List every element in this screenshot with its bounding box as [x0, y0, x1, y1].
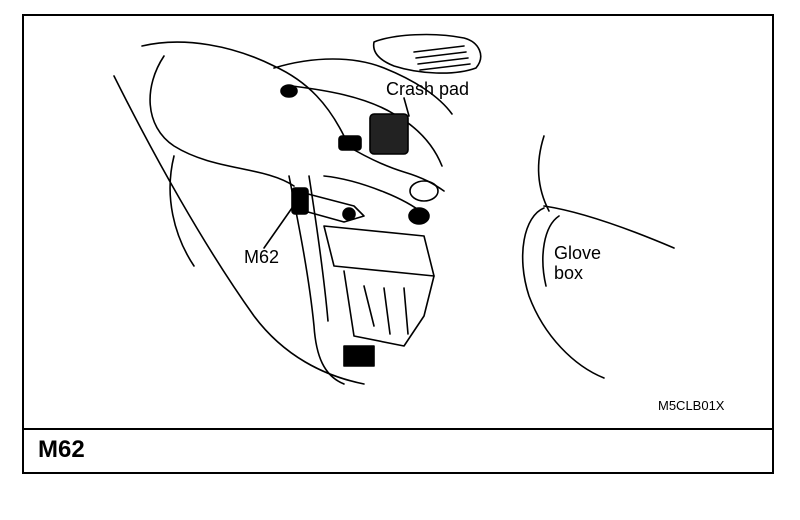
glove-box-inner [542, 215, 560, 287]
connector-block [369, 113, 409, 155]
dashboard-illustration [113, 33, 675, 385]
m62-leader [263, 207, 293, 249]
dashboard-pillar [169, 155, 195, 267]
figure-code: M5CLB01X [658, 398, 725, 413]
dashboard-upper-curve [141, 41, 345, 137]
crash-pad-leader [403, 97, 410, 117]
connector-id: M62 [38, 436, 85, 463]
harness-clip [338, 135, 362, 151]
dashboard-left-sweep [149, 55, 295, 187]
dashboard-outer-curve [113, 75, 365, 385]
crash-pad-top [273, 58, 453, 115]
console-beam [323, 225, 435, 277]
bracket-knob [409, 180, 439, 202]
crash-pad-label: Crash pad [386, 79, 470, 99]
console-lower [343, 270, 435, 347]
diagram-frame: Crash pad M62 Glove box M5CLB01X M62 [22, 14, 774, 474]
glove-box-outline [521, 207, 605, 379]
vent-circle [280, 84, 298, 98]
glove-box-top [543, 205, 675, 249]
m62-connector-shape [291, 187, 309, 215]
m62-bolt [342, 207, 356, 221]
dashboard-right-curve [537, 135, 550, 212]
glove-box-label: Glove box [554, 243, 602, 283]
vent-housing [372, 33, 482, 74]
lower-box [343, 345, 375, 367]
m62-bracket [307, 193, 365, 223]
bracket-knob-lower [408, 207, 430, 225]
m62-label: M62 [244, 247, 280, 267]
vent-slats [413, 45, 471, 71]
harness-bundle [323, 175, 425, 215]
lower-lines [363, 285, 409, 335]
column-strut-inner [308, 175, 329, 322]
footer-divider [24, 428, 772, 430]
